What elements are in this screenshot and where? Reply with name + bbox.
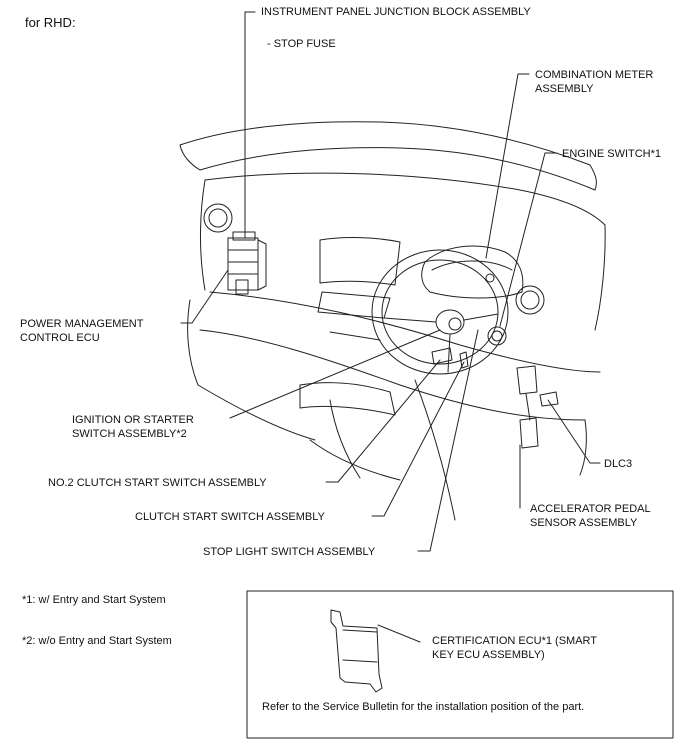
ignition-switch-drawing <box>431 317 469 369</box>
label-ignition-switch-line1: IGNITION OR STARTER <box>72 414 194 426</box>
note-without-entry-start-system: *2: w/o Entry and Start System <box>22 635 172 647</box>
label-accelerator-pedal-line2: SENSOR ASSEMBLY <box>530 517 638 529</box>
dashboard-outline <box>179 121 606 476</box>
label-no2-clutch-start-switch: NO.2 CLUTCH START SWITCH ASSEMBLY <box>48 477 267 489</box>
inset-box <box>246 590 674 739</box>
label-dlc3: DLC3 <box>604 458 633 470</box>
variant-label: for RHD: <box>25 15 76 30</box>
label-power-management-line2: CONTROL ECU <box>20 332 100 344</box>
label-certification-ecu-line1: CERTIFICATION ECU*1 (SMART <box>432 635 598 647</box>
leader-lines <box>180 11 601 552</box>
label-power-management: POWER MANAGEMENT CONTROL ECU <box>20 317 143 345</box>
steering-wheel-drawing <box>371 249 509 375</box>
label-engine-switch: ENGINE SWITCH*1 <box>562 148 662 160</box>
label-certification-ecu-line2: KEY ECU ASSEMBLY) <box>432 649 545 661</box>
label-ignition-switch: IGNITION OR STARTER SWITCH ASSEMBLY*2 <box>72 413 194 441</box>
note-entry-start-system: *1: w/ Entry and Start System <box>22 594 166 606</box>
label-combination-meter-line2: ASSEMBLY <box>535 83 594 95</box>
label-ignition-switch-line2: SWITCH ASSEMBLY*2 <box>72 428 187 440</box>
engine-switch-drawing <box>487 326 507 346</box>
label-instrument-panel-junction-block: INSTRUMENT PANEL JUNCTION BLOCK ASSEMBLY <box>261 6 531 18</box>
label-clutch-start-switch: CLUTCH START SWITCH ASSEMBLY <box>135 511 325 523</box>
junction-block-drawing <box>227 231 267 295</box>
label-accelerator-pedal-line1: ACCELERATOR PEDAL <box>530 503 651 515</box>
label-stop-fuse: - STOP FUSE <box>267 38 336 50</box>
combination-meter-drawing <box>421 245 524 299</box>
accelerator-pedal-drawing <box>516 365 559 449</box>
label-combination-meter: COMBINATION METER ASSEMBLY <box>535 68 653 96</box>
label-certification-ecu: CERTIFICATION ECU*1 (SMART KEY ECU ASSEM… <box>432 634 597 662</box>
label-stop-light-switch: STOP LIGHT SWITCH ASSEMBLY <box>203 546 376 558</box>
right-air-vent <box>515 285 545 315</box>
label-combination-meter-line1: COMBINATION METER <box>535 69 654 81</box>
label-accelerator-pedal: ACCELERATOR PEDAL SENSOR ASSEMBLY <box>530 502 651 530</box>
inset-reference-note: Refer to the Service Bulletin for the in… <box>262 701 585 713</box>
label-power-management-line1: POWER MANAGEMENT <box>20 318 144 330</box>
console-floor <box>299 379 456 521</box>
left-air-vent <box>203 203 233 233</box>
